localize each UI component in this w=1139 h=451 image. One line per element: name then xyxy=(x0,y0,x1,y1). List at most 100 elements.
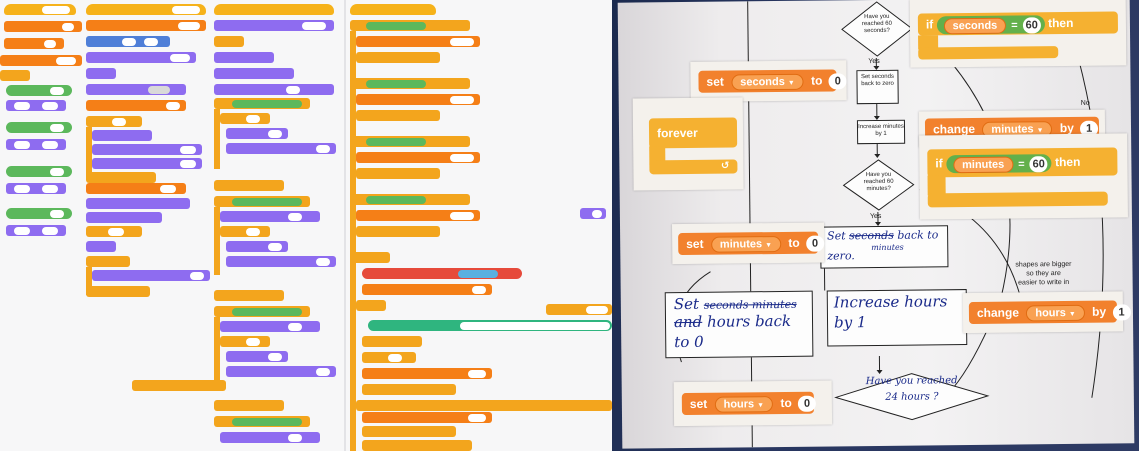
scratch-code-area[interactable] xyxy=(0,0,612,451)
data-block[interactable] xyxy=(356,152,480,163)
control-block[interactable] xyxy=(214,196,310,207)
looks-block[interactable] xyxy=(214,68,294,79)
control-block[interactable] xyxy=(350,136,470,147)
looks-block[interactable] xyxy=(226,351,288,362)
hand-text: to 0 xyxy=(674,332,704,352)
control-block[interactable] xyxy=(356,226,440,237)
control-block[interactable] xyxy=(214,400,284,411)
control-block[interactable] xyxy=(86,256,130,267)
looks-block[interactable] xyxy=(6,139,66,150)
data-block[interactable] xyxy=(0,55,82,66)
operator-block[interactable] xyxy=(6,122,72,133)
data-block[interactable] xyxy=(362,368,492,379)
dropdown-caret-icon: ▼ xyxy=(1068,310,1076,318)
looks-block[interactable] xyxy=(86,52,196,63)
operator-block[interactable] xyxy=(6,166,72,177)
looks-block[interactable] xyxy=(92,144,202,155)
data-block[interactable] xyxy=(4,21,82,32)
data-block[interactable] xyxy=(362,412,492,423)
control-block[interactable] xyxy=(350,252,390,263)
control-block[interactable] xyxy=(214,416,310,427)
control-block[interactable] xyxy=(356,52,440,63)
looks-block[interactable] xyxy=(92,158,202,169)
control-block[interactable] xyxy=(362,336,422,347)
data-block[interactable] xyxy=(86,20,206,31)
looks-block[interactable] xyxy=(226,241,288,252)
control-block[interactable] xyxy=(220,336,270,347)
decision-minutes-text: Have you reached 60 minutes? xyxy=(863,171,894,193)
control-block[interactable] xyxy=(214,290,284,301)
motion-block[interactable] xyxy=(86,36,170,47)
looks-block[interactable] xyxy=(86,68,116,79)
data-block[interactable] xyxy=(356,210,480,221)
event-hat-block[interactable] xyxy=(350,4,436,15)
looks-block[interactable] xyxy=(6,100,66,111)
set-minutes-block: set minutes▼ to 0 xyxy=(678,231,825,256)
control-block[interactable] xyxy=(220,113,270,124)
control-block[interactable] xyxy=(214,98,310,109)
dropdown-caret-icon: ▼ xyxy=(787,79,795,87)
control-block[interactable] xyxy=(356,300,386,311)
control-block[interactable] xyxy=(356,110,440,121)
var-seconds: seconds▼ xyxy=(731,73,804,91)
looks-block[interactable] xyxy=(214,20,334,31)
control-block[interactable] xyxy=(86,286,150,297)
control-block[interactable] xyxy=(546,304,612,315)
control-block[interactable] xyxy=(362,352,416,363)
looks-block[interactable] xyxy=(6,225,66,236)
control-block[interactable] xyxy=(362,440,472,451)
looks-block[interactable] xyxy=(220,432,320,443)
looks-block[interactable] xyxy=(580,208,606,219)
control-block[interactable] xyxy=(0,70,30,81)
control-block[interactable] xyxy=(214,306,310,317)
control-block[interactable] xyxy=(356,400,612,411)
control-block[interactable] xyxy=(86,116,142,127)
control-block[interactable] xyxy=(220,226,270,237)
control-block[interactable] xyxy=(86,172,156,183)
cutout-forever: forever ↺ xyxy=(632,97,744,191)
dropdown-caret-icon: ▼ xyxy=(765,241,773,249)
operator-block[interactable] xyxy=(6,85,72,96)
looks-block[interactable] xyxy=(86,212,162,223)
data-block[interactable] xyxy=(362,284,492,295)
looks-block[interactable] xyxy=(226,366,336,377)
var-seconds: seconds xyxy=(943,17,1007,34)
looks-block[interactable] xyxy=(6,183,66,194)
cutout-set-minutes: set minutes▼ to 0 xyxy=(672,222,825,265)
operator-block[interactable] xyxy=(362,268,522,279)
looks-block[interactable] xyxy=(214,52,274,63)
event-hat-block[interactable] xyxy=(4,4,76,15)
data-block[interactable] xyxy=(4,38,64,49)
data-block[interactable] xyxy=(356,36,480,47)
control-block[interactable] xyxy=(350,20,470,31)
looks-block[interactable] xyxy=(226,143,336,154)
looks-block[interactable] xyxy=(86,198,190,209)
event-hat-block[interactable] xyxy=(86,4,206,15)
control-block[interactable] xyxy=(356,168,440,179)
label-yes: Yes xyxy=(868,57,880,66)
looks-block[interactable] xyxy=(86,241,116,252)
control-block[interactable] xyxy=(350,194,470,205)
control-block[interactable] xyxy=(86,226,142,237)
looks-block[interactable] xyxy=(92,130,152,141)
extension-block[interactable] xyxy=(368,320,612,331)
control-block[interactable] xyxy=(362,384,456,395)
event-hat-block[interactable] xyxy=(214,4,334,15)
data-block[interactable] xyxy=(86,183,186,194)
looks-block[interactable] xyxy=(226,256,336,267)
control-block[interactable] xyxy=(132,380,226,391)
looks-block[interactable] xyxy=(86,84,186,95)
data-block[interactable] xyxy=(86,100,186,111)
decision-diamond-hours xyxy=(834,373,990,421)
looks-block[interactable] xyxy=(214,84,334,95)
operator-block[interactable] xyxy=(6,208,72,219)
control-block[interactable] xyxy=(214,180,284,191)
control-block[interactable] xyxy=(350,78,470,89)
looks-block[interactable] xyxy=(220,211,320,222)
looks-block[interactable] xyxy=(220,321,320,332)
looks-block[interactable] xyxy=(226,128,288,139)
data-block[interactable] xyxy=(356,94,480,105)
control-block[interactable] xyxy=(214,36,244,47)
looks-block[interactable] xyxy=(92,270,210,281)
control-block[interactable] xyxy=(362,426,456,437)
